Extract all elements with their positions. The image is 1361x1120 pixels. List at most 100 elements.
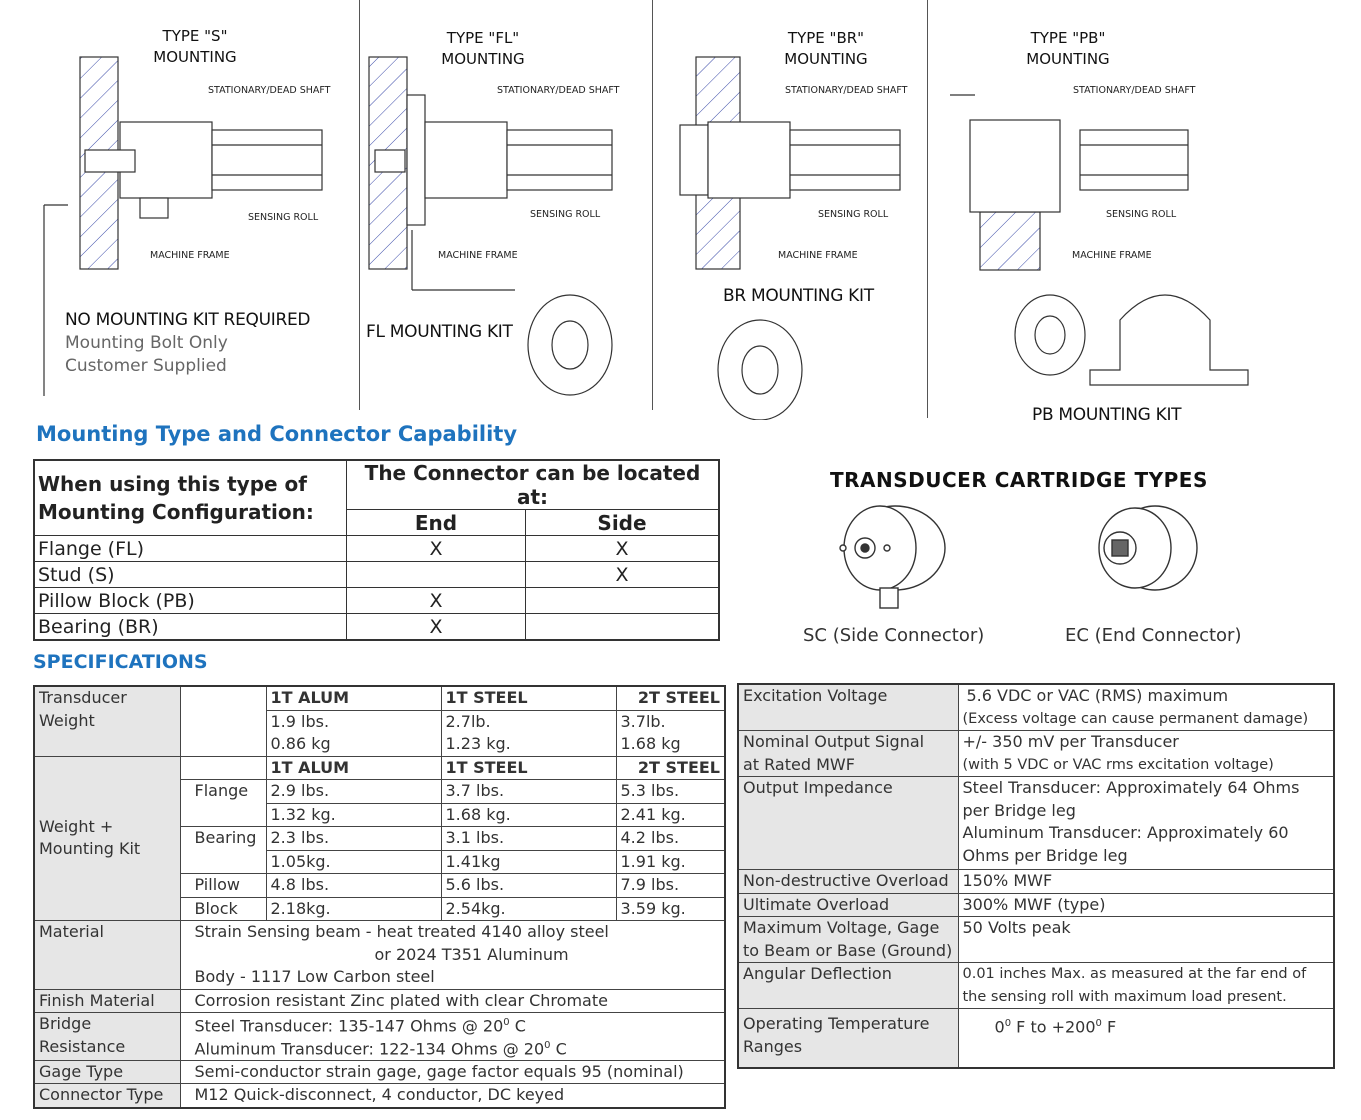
maxv-value: 50 Volts peak — [957, 916, 1335, 963]
sc-label: SC (Side Connector) — [803, 625, 985, 646]
row-side: X — [525, 535, 720, 562]
bridge-label: Bridge Resistance — [33, 1012, 181, 1061]
excitation-label: Excitation Voltage — [737, 683, 959, 731]
br-roll-label: SENSING ROLL — [818, 209, 889, 220]
finish-label: Finish Material — [33, 988, 181, 1013]
tw-steel-kg: 1.23 kg. — [440, 733, 617, 756]
bridge-value: Steel Transducer: 135-147 Ohms @ 200 C A… — [179, 1012, 726, 1061]
deflection-line-2: the sensing roll with maximum load prese… — [962, 988, 1287, 1005]
weight-kit-label-2: Mounting Kit — [39, 839, 141, 859]
capability-col-side: Side — [525, 509, 720, 536]
flange-alum-kg: 1.32 kg. — [265, 803, 442, 827]
deflection-line-1: 0.01 inches Max. as measured at the far … — [962, 966, 1307, 982]
fl-kit-label: FL MOUNTING KIT — [366, 322, 513, 342]
s-roll-label: SENSING ROLL — [248, 212, 319, 223]
kit-col-1t-alum: 1T ALUM — [265, 755, 442, 780]
row-side — [525, 613, 720, 641]
ult-overload-value: 300% MWF (type) — [957, 892, 1335, 917]
ec-cartridge-image — [1098, 505, 1198, 591]
row-end: X — [346, 613, 526, 641]
flange-2t-lbs: 5.3 lbs. — [615, 779, 726, 804]
type-pb-title-line1: TYPE "PB" — [1030, 29, 1106, 47]
transducer-weight-label: Transducer Weight — [33, 685, 181, 757]
gage-value: Semi-conductor strain gage, gage factor … — [179, 1059, 726, 1085]
finish-value: Corrosion resistant Zinc plated with cle… — [179, 988, 726, 1013]
type-br-title-line2: MOUNTING — [784, 50, 868, 68]
capability-col-group: The Connector can be located at: — [346, 459, 720, 510]
br-frame-label: MACHINE FRAME — [778, 250, 858, 261]
temp-label-1: Operating Temperature — [743, 1014, 930, 1033]
weight-kit-label: Weight + Mounting Kit — [33, 755, 181, 921]
mounting-diagrams — [43, 56, 1249, 420]
row-end: X — [346, 587, 526, 614]
tw-steel-lbs: 2.7lb. — [440, 710, 617, 733]
temp-c: F — [1101, 1017, 1117, 1037]
type-pb-title: TYPE "PB" MOUNTING — [1003, 28, 1133, 70]
impedance-line-4: Ohms per Bridge leg — [962, 845, 1128, 865]
ec-label: EC (End Connector) — [1065, 625, 1242, 646]
impedance-line-3: Aluminum Transducer: Approximately 60 — [962, 823, 1289, 842]
temp-a: 0 — [994, 1017, 1005, 1037]
degree-unit: C — [514, 1016, 526, 1036]
impedance-line-2: per Bridge leg — [962, 800, 1076, 820]
table-row: Pillow Block (PB) X — [33, 587, 720, 614]
degree-sup: 0 — [544, 1040, 551, 1052]
mounting-bolt-note: Mounting Bolt Only — [65, 333, 228, 353]
bearing-alum-lbs: 2.3 lbs. — [265, 826, 442, 851]
pillow-alum-kg: 2.18kg. — [265, 897, 442, 921]
sc-cartridge-image — [839, 505, 946, 609]
fl-roll-label: SENSING ROLL — [530, 209, 601, 220]
type-s-title-line2: MOUNTING — [153, 48, 237, 66]
row-type: Flange (FL) — [33, 535, 347, 562]
degree-unit: C — [555, 1039, 567, 1059]
material-value: Strain Sensing beam - heat treated 4140 … — [179, 920, 726, 990]
pb-frame-label: MACHINE FRAME — [1072, 250, 1152, 261]
pillow-alum-lbs: 4.8 lbs. — [265, 873, 442, 898]
type-br-title: TYPE "BR" MOUNTING — [761, 28, 891, 70]
row-side — [525, 587, 720, 614]
cartridge-title: TRANSDUCER CARTRIDGE TYPES — [830, 468, 1208, 492]
capability-col-end: End — [346, 509, 526, 536]
type-fl-title-line2: MOUNTING — [441, 50, 525, 68]
gage-label: Gage Type — [33, 1059, 181, 1085]
pillow-2t-kg: 3.59 kg. — [615, 897, 726, 921]
bearing-2t-kg: 1.91 kg. — [615, 850, 726, 874]
specs-heading: SPECIFICATIONS — [33, 651, 208, 673]
degree-sup: 0 — [1095, 1018, 1102, 1029]
row-type: Bearing (BR) — [33, 613, 347, 641]
pb-kit-label: PB MOUNTING KIT — [1032, 405, 1182, 425]
customer-supplied-note: Customer Supplied — [65, 356, 227, 376]
fl-frame-label: MACHINE FRAME — [438, 250, 518, 261]
material-line-1: Strain Sensing beam - heat treated 4140 … — [194, 922, 609, 941]
output-label: Nominal Output Signal at Rated MWF — [737, 730, 959, 777]
br-kit-label: BR MOUNTING KIT — [723, 286, 874, 306]
impedance-label: Output Impedance — [737, 776, 959, 870]
s-shaft-label: STATIONARY/DEAD SHAFT — [208, 85, 331, 96]
type-s-title: TYPE "S" MOUNTING — [130, 26, 260, 68]
specs-table-left: Transducer Weight 1T ALUM 1T STEEL 2T ST… — [33, 685, 726, 1109]
table-row: Bearing (BR) X — [33, 613, 720, 641]
nd-overload-label: Non-destructive Overload — [737, 869, 959, 894]
tw-alum-lbs: 1.9 lbs. — [265, 710, 442, 733]
pillow-label-2: Block — [179, 897, 267, 921]
flange-steel-lbs: 3.7 lbs. — [440, 779, 617, 804]
type-pb-title-line2: MOUNTING — [1026, 50, 1110, 68]
col-1t-steel: 1T STEEL — [440, 685, 617, 711]
weight-kit-label-1: Weight + — [39, 816, 114, 836]
table-row: Flange (FL) X X — [33, 535, 720, 562]
row-type: Pillow Block (PB) — [33, 587, 347, 614]
kit-col-1t-steel: 1T STEEL — [440, 755, 617, 780]
material-label: Material — [33, 920, 181, 990]
s-frame-label: MACHINE FRAME — [150, 250, 230, 261]
temp-value: 00 F to +2000 F — [957, 1008, 1335, 1069]
output-label-2: at Rated MWF — [743, 754, 855, 774]
type-br-title-line1: TYPE "BR" — [787, 29, 865, 47]
deflection-value: 0.01 inches Max. as measured at the far … — [957, 962, 1335, 1009]
temp-label-2: Ranges — [743, 1036, 803, 1056]
pb-roll-label: SENSING ROLL — [1106, 209, 1177, 220]
output-line-1: +/- 350 mV per Transducer — [962, 732, 1179, 751]
row-type: Stud (S) — [33, 561, 347, 588]
output-line-2: (with 5 VDC or VAC rms excitation voltag… — [962, 756, 1274, 773]
tw-2t-kg: 1.68 kg — [615, 733, 726, 756]
col-1t-alum: 1T ALUM — [265, 685, 442, 711]
